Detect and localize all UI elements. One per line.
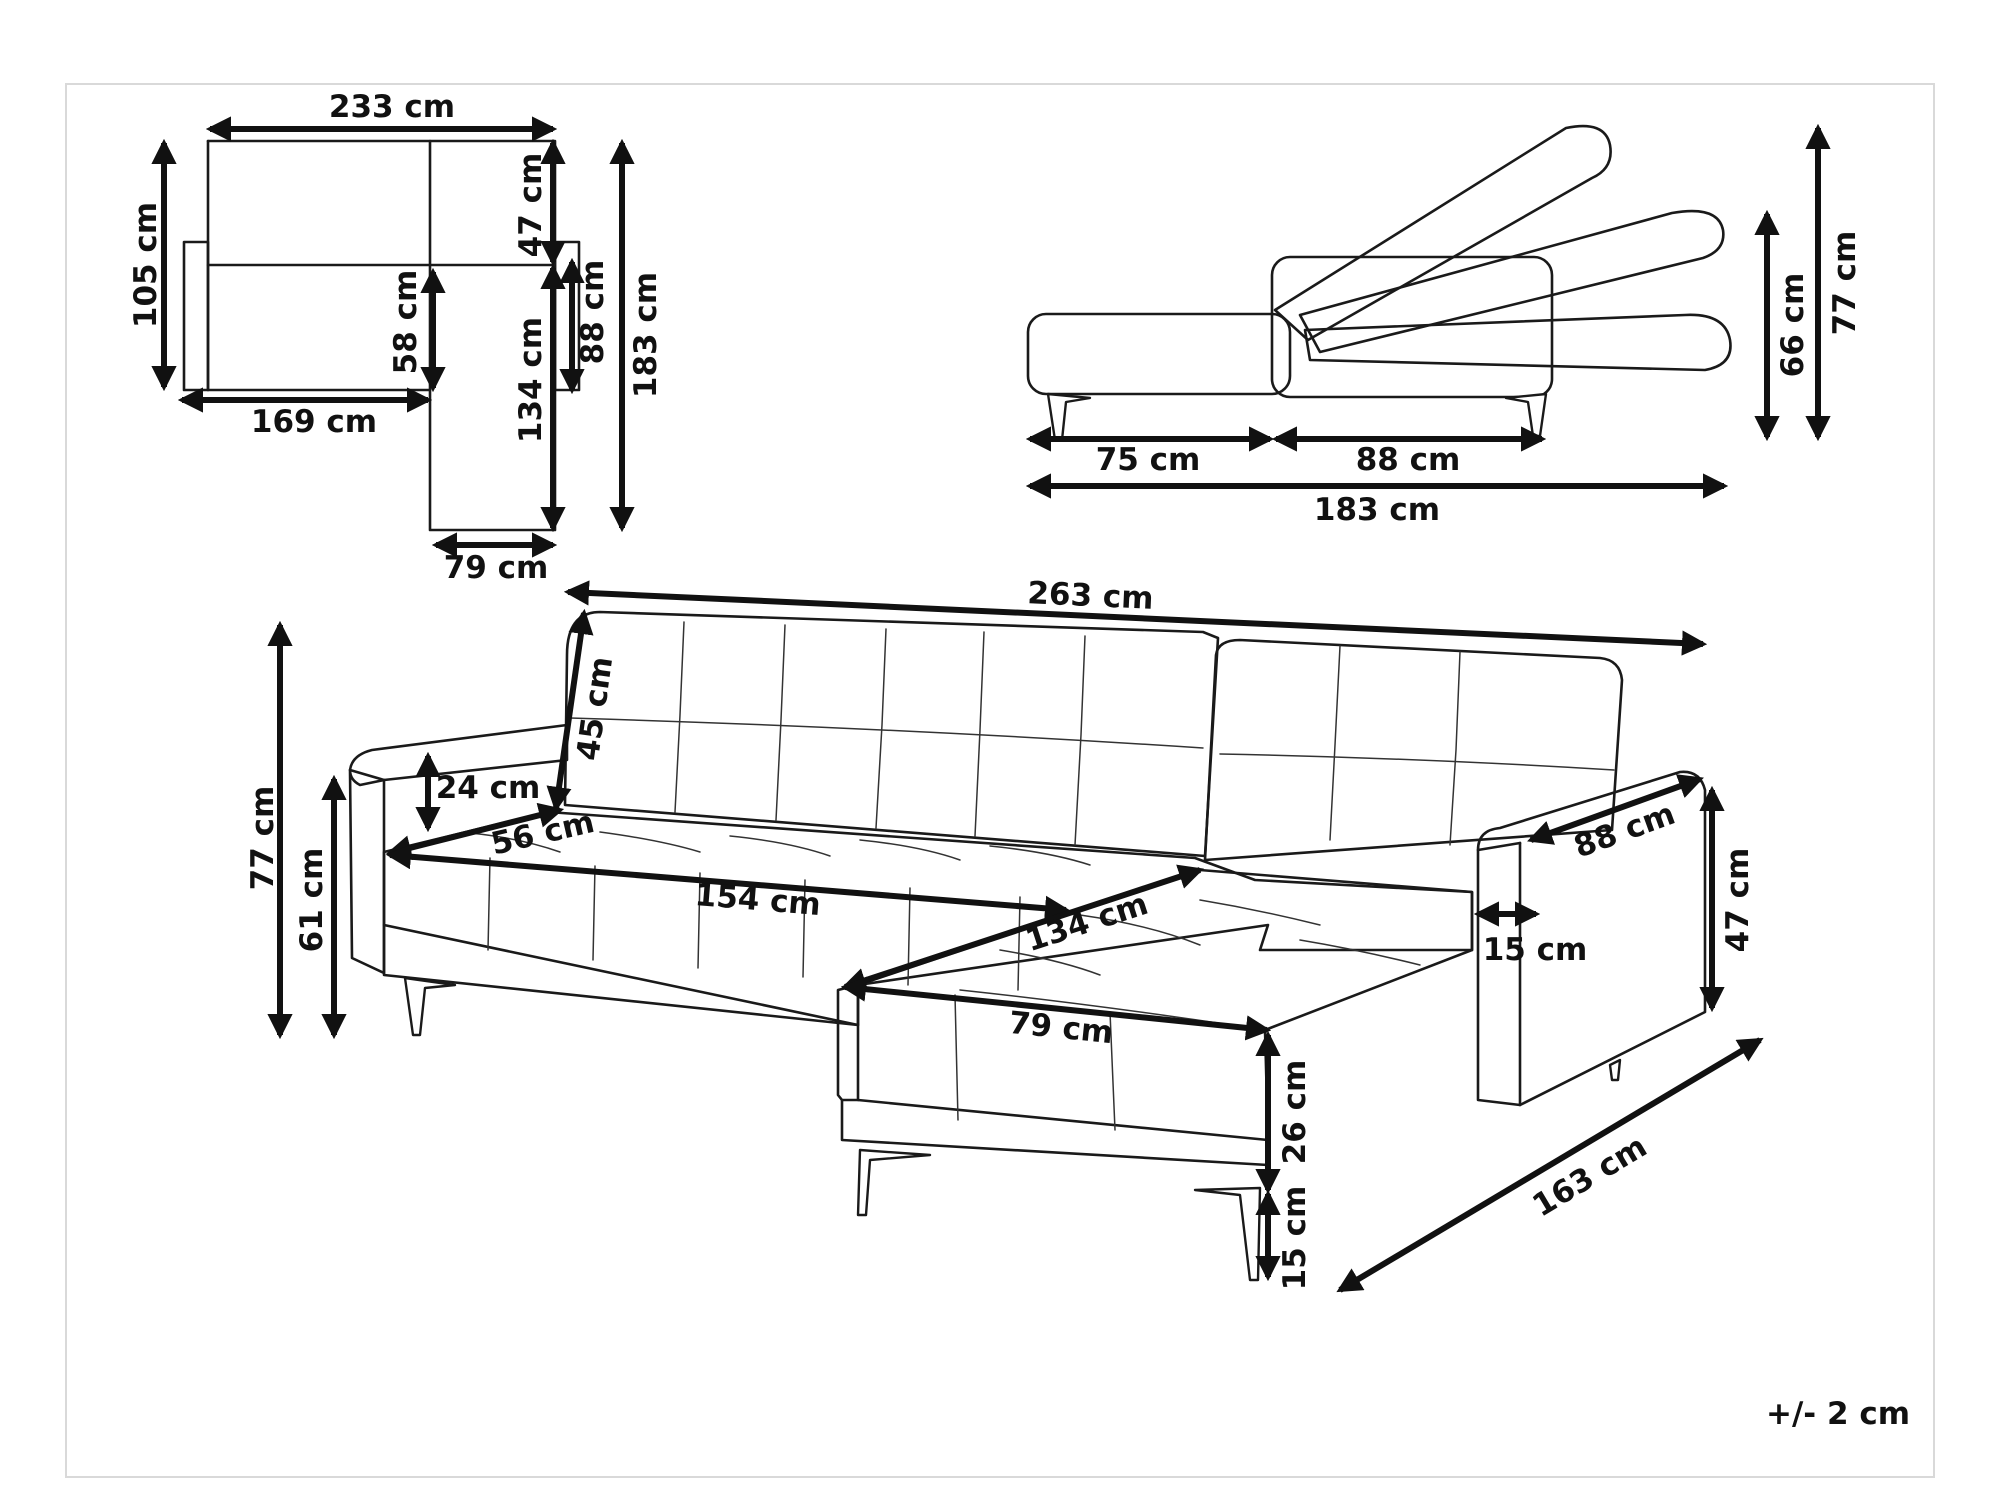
label-side-part-b: 88 cm [1356, 442, 1461, 478]
label-main-armrest-width: 15 cm [1483, 932, 1588, 968]
label-top-chaise-length: 134 cm [513, 317, 549, 443]
label-top-backrest-depth: 47 cm [513, 153, 549, 258]
label-top-chaise-seat-length: 58 cm [388, 270, 424, 375]
tolerance-note: +/- 2 cm [1766, 1396, 1910, 1432]
side-view-outline [1026, 124, 1732, 442]
label-main-total-height: 77 cm [245, 786, 281, 891]
drawing-frame [65, 83, 1935, 1478]
label-main-width-total: 263 cm [1027, 575, 1155, 617]
label-main-seat-height: 61 cm [294, 848, 330, 953]
label-main-seat-width: 154 cm [693, 877, 822, 923]
label-side-height-low: 66 cm [1775, 273, 1811, 378]
label-main-chaise-length: 134 cm [1021, 886, 1152, 959]
label-top-width-total: 233 cm [329, 89, 455, 125]
side-view-labels: 75 cm 88 cm 183 cm 66 cm 77 cm [1096, 231, 1863, 528]
label-side-part-a: 75 cm [1096, 442, 1201, 478]
label-main-armrest-height-total: 47 cm [1720, 848, 1756, 953]
label-side-height-high: 77 cm [1827, 231, 1863, 336]
label-top-seat-depth: 88 cm [575, 260, 611, 365]
label-top-chaise-width: 79 cm [444, 550, 549, 586]
label-side-length-total: 183 cm [1314, 492, 1440, 528]
label-main-leg-height: 15 cm [1277, 1186, 1313, 1291]
label-top-width-seat: 169 cm [251, 404, 377, 440]
dimension-lines [151, 116, 1831, 1293]
label-top-depth-back: 105 cm [128, 202, 164, 328]
label-main-cushion-height: 26 cm [1277, 1060, 1313, 1165]
top-view-labels: 233 cm 105 cm 169 cm 58 cm 47 cm 134 cm … [128, 89, 664, 586]
label-top-depth-total: 183 cm [628, 272, 664, 398]
label-main-armrest-height: 24 cm [436, 770, 541, 806]
